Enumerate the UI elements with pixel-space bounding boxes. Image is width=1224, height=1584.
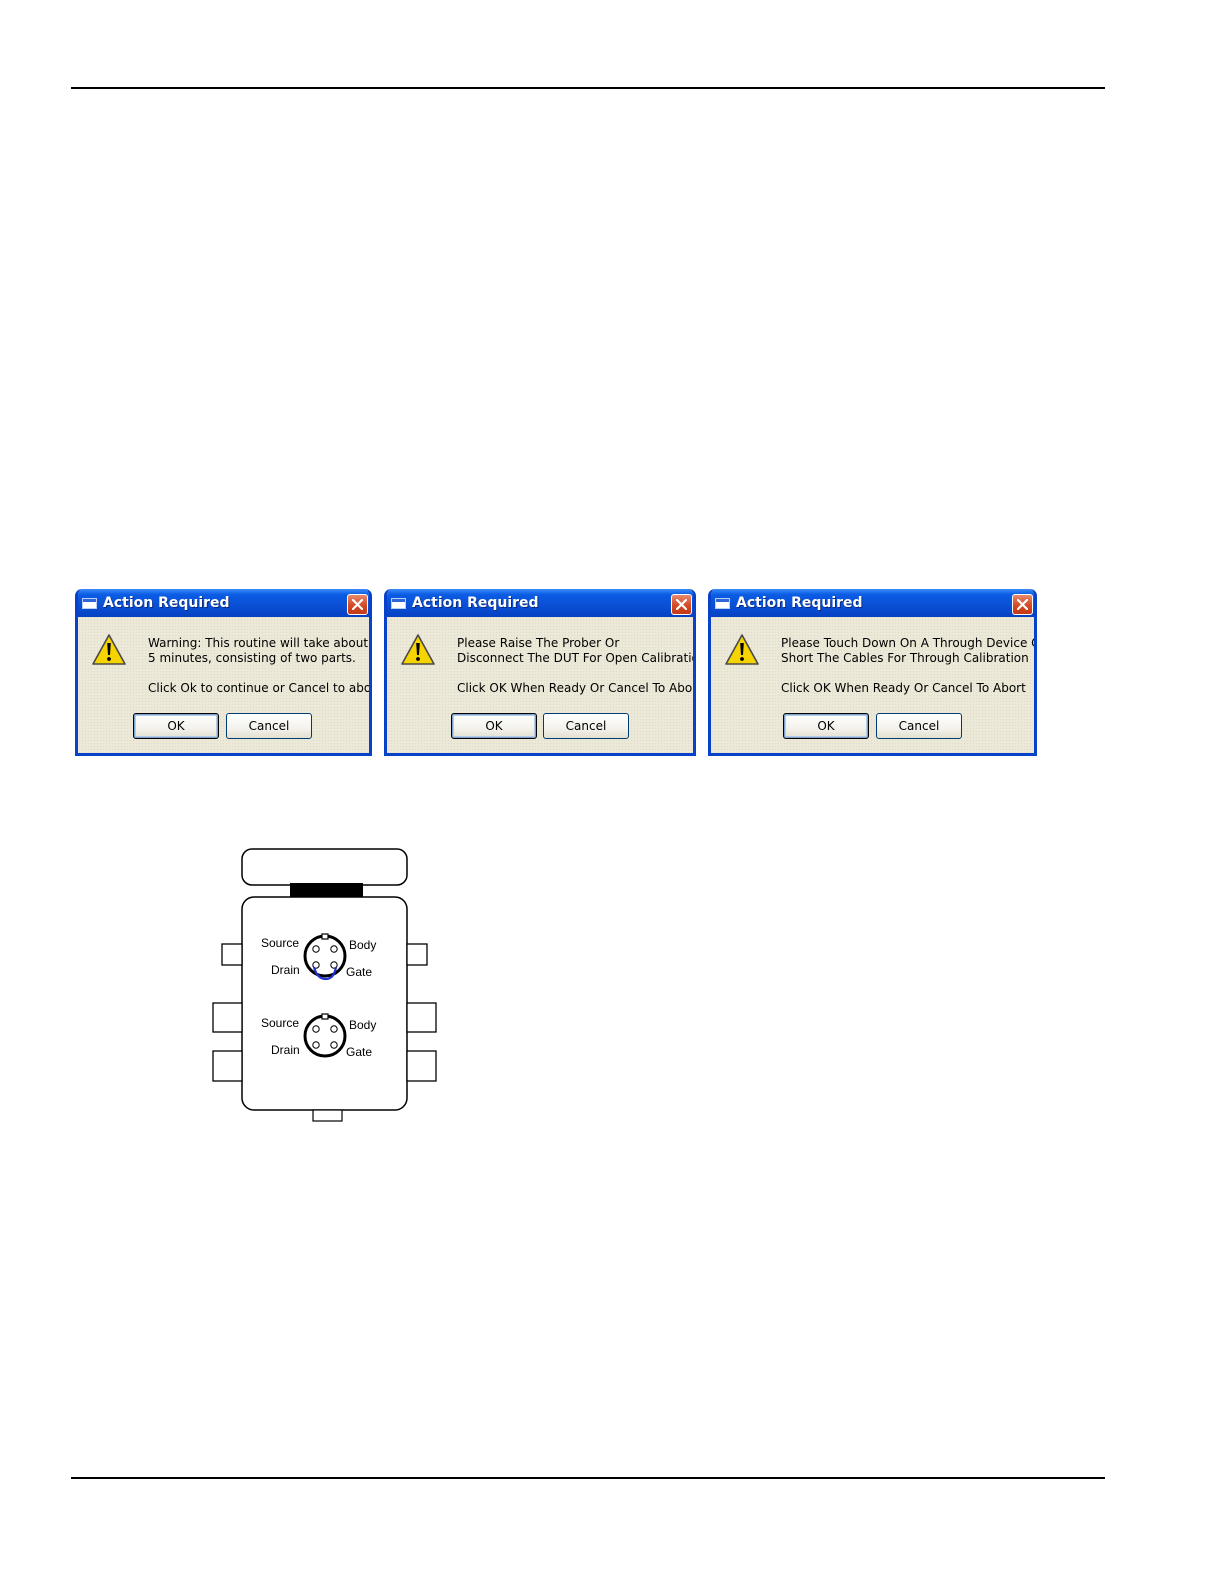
warning-icon bbox=[725, 634, 759, 665]
top-drain-label: Drain bbox=[271, 963, 300, 977]
dialog-titlebar[interactable]: Action Required bbox=[387, 589, 693, 617]
header-rule bbox=[71, 87, 1105, 89]
window-app-icon bbox=[82, 598, 97, 609]
window-app-icon bbox=[391, 598, 406, 609]
cancel-button[interactable]: Cancel bbox=[543, 713, 629, 739]
window-app-icon bbox=[715, 598, 730, 609]
side-tab bbox=[221, 943, 243, 966]
action-required-dialog-open-calibration: Action Required Please Raise The Prober … bbox=[384, 589, 696, 756]
warning-icon bbox=[401, 634, 435, 665]
message-line: Disconnect The DUT For Open Calibration bbox=[457, 651, 696, 665]
dialog-title: Action Required bbox=[103, 595, 230, 611]
short-jumper bbox=[312, 966, 338, 981]
bottom-drain-label: Drain bbox=[271, 1043, 300, 1057]
close-icon bbox=[352, 599, 363, 610]
side-tab bbox=[406, 1050, 437, 1082]
fixture-top-cap bbox=[241, 848, 408, 886]
close-button[interactable] bbox=[347, 594, 368, 615]
dialog-title: Action Required bbox=[412, 595, 539, 611]
dialog-message: Warning: This routine will take about 5 … bbox=[148, 636, 372, 696]
side-tab bbox=[212, 1050, 243, 1082]
message-footer: Click Ok to continue or Cancel to abort bbox=[148, 681, 372, 695]
close-icon bbox=[676, 599, 687, 610]
top-connector bbox=[303, 933, 347, 981]
bottom-gate-label: Gate bbox=[346, 1045, 372, 1059]
fixture-body bbox=[241, 896, 408, 1111]
message-line: Short The Cables For Through Calibration bbox=[781, 651, 1029, 665]
message-footer: Click OK When Ready Or Cancel To Abort bbox=[457, 681, 696, 695]
side-tab bbox=[406, 1002, 437, 1033]
close-button[interactable] bbox=[1012, 594, 1033, 615]
message-line: 5 minutes, consisting of two parts. bbox=[148, 651, 356, 665]
bottom-connector bbox=[303, 1013, 347, 1058]
bottom-tab bbox=[312, 1109, 343, 1122]
action-required-dialog-through-calibration: Action Required Please Touch Down On A T… bbox=[708, 589, 1037, 756]
top-gate-label: Gate bbox=[346, 965, 372, 979]
dialog-titlebar[interactable]: Action Required bbox=[711, 589, 1034, 617]
warning-icon bbox=[92, 634, 126, 665]
fixture-neck bbox=[290, 883, 363, 897]
top-body-label: Body bbox=[349, 938, 376, 952]
dialog-title: Action Required bbox=[736, 595, 863, 611]
bottom-source-label: Source bbox=[261, 1016, 299, 1030]
close-icon bbox=[1017, 599, 1028, 610]
top-source-label: Source bbox=[261, 936, 299, 950]
message-footer: Click OK When Ready Or Cancel To Abort bbox=[781, 681, 1026, 695]
ok-button[interactable]: OK bbox=[451, 713, 537, 739]
close-button[interactable] bbox=[671, 594, 692, 615]
cancel-button[interactable]: Cancel bbox=[226, 713, 312, 739]
ok-button[interactable]: OK bbox=[783, 713, 869, 739]
dialog-titlebar[interactable]: Action Required bbox=[78, 589, 369, 617]
message-line: Warning: This routine will take about bbox=[148, 636, 369, 650]
ok-button[interactable]: OK bbox=[133, 713, 219, 739]
bottom-body-label: Body bbox=[349, 1018, 376, 1032]
footer-rule bbox=[71, 1477, 1105, 1479]
cancel-button[interactable]: Cancel bbox=[876, 713, 962, 739]
dialog-message: Please Raise The Prober Or Disconnect Th… bbox=[457, 636, 696, 696]
action-required-dialog-start: Action Required Warning: This routine wi… bbox=[75, 589, 372, 756]
dialog-message: Please Touch Down On A Through Device Or… bbox=[781, 636, 1037, 696]
message-line: Please Touch Down On A Through Device Or bbox=[781, 636, 1037, 650]
connector-diagram: Source Body Drain Gate Source Body Drain… bbox=[212, 848, 437, 1122]
message-line: Please Raise The Prober Or bbox=[457, 636, 620, 650]
side-tab bbox=[406, 943, 428, 966]
side-tab bbox=[212, 1002, 243, 1033]
